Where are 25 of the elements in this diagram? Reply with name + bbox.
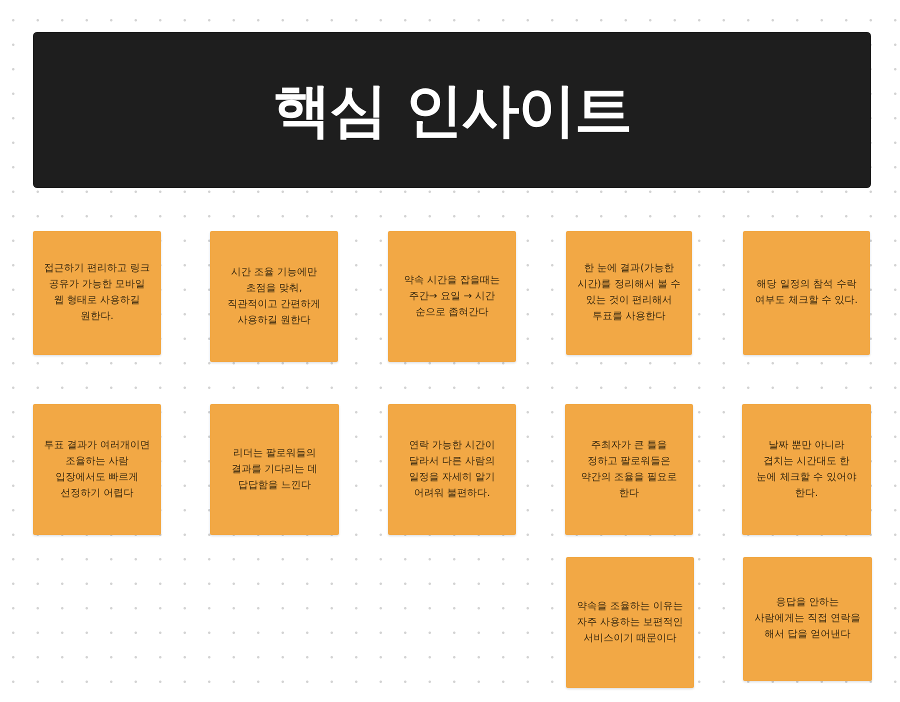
sticky-note	[743, 557, 872, 681]
sticky-note	[566, 231, 692, 355]
note-text: 리더는 팔로워들의 결과를 기다리는 데 답답함을 느낀다	[230, 446, 319, 492]
sticky-note	[33, 231, 161, 355]
note-text: 한 눈에 결과(가능한 시간)를 정리해서 볼 수 있는 것이 편리해서 투표를 사용한다	[576, 262, 682, 324]
sticky-note	[388, 231, 516, 362]
sticky-note	[565, 404, 693, 535]
sticky-note	[742, 404, 871, 535]
sticky-note	[566, 557, 694, 688]
note-text: 접근하기 편리하고 링크 공유가 가능한 모바일 웹 형태로 사용하길 원한다.	[43, 262, 151, 324]
title: 핵심 인사이트	[272, 74, 632, 146]
sticky-note	[743, 231, 870, 355]
sticky-note	[210, 231, 338, 362]
sticky-note	[33, 404, 161, 535]
note-text: 투표 결과가 여러개이면 조율하는 사람 입장에서도 빠르게 선정하기 어렵다	[43, 438, 151, 500]
note-text: 날짜 뿐만 아니라 겹치는 시간대도 한 눈에 체크할 수 있어야 한다.	[756, 438, 858, 500]
note-text: 해당 일정의 참석 수락 여부도 체크할 수 있다.	[754, 278, 859, 308]
note-text: 연락 가능한 시간이 달라서 다른 사람의 일정을 자세히 알기 어려워 불편하다.	[408, 438, 496, 500]
sticky-note	[210, 404, 339, 535]
note-text: 주최자가 큰 틀을 정하고 팔로워들은 약간의 조율을 필요로 한다	[580, 438, 678, 500]
note-text: 약속 시간을 잡을때는 주간→ 요일 → 시간 순으로 좁혀간다	[402, 274, 502, 320]
sticky-note	[388, 404, 516, 535]
note-text: 응답을 안하는 사람에게는 직접 연락을 해서 답을 얻어낸다	[753, 596, 862, 642]
note-text: 약속을 조율하는 이유는 자주 사용하는 보편적인 서비스이기 때문이다	[576, 600, 684, 646]
note-text: 시간 조율 기능에만 초점을 맞춰, 직관적이고 간편하게 사용하길 원한다	[226, 266, 322, 328]
